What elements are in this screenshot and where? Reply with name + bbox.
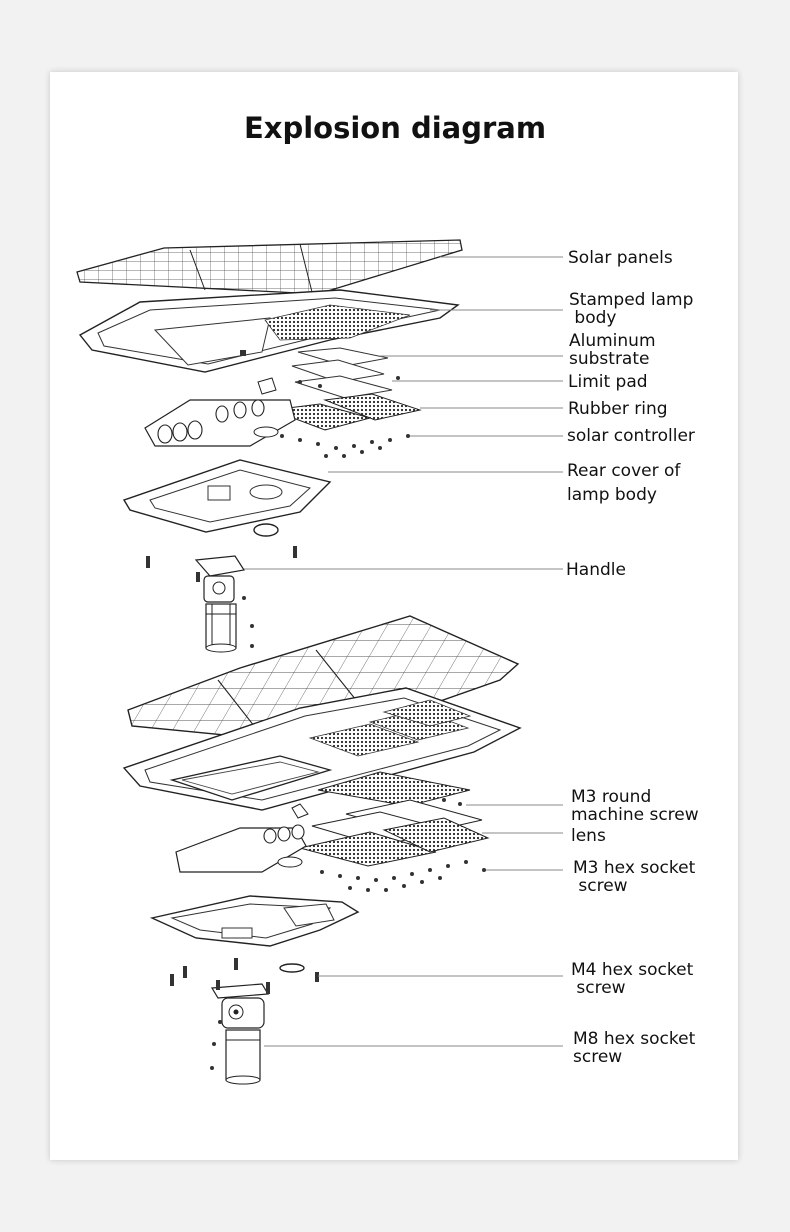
label-m3-hex-socket-screw: M3 hex socket screw xyxy=(573,858,696,896)
label-stamped-lamp-body: Stamped lamp body xyxy=(569,290,694,328)
label-solar-panels: Solar panels xyxy=(568,248,673,268)
battery-pack-top xyxy=(144,399,296,447)
label-aluminum-substrate: Aluminum substrate xyxy=(569,331,656,369)
label-limit-pad: Limit pad xyxy=(568,372,648,392)
label-rubber-ring: Rubber ring xyxy=(568,399,668,419)
handle-bottom xyxy=(170,958,319,1085)
lamp-body-bottom xyxy=(122,687,522,811)
leader-lines xyxy=(244,256,563,1047)
lamp-body-top xyxy=(78,289,460,373)
screws-top xyxy=(280,376,410,458)
solar-panel-bottom xyxy=(127,615,520,745)
limit-pad-top xyxy=(257,377,422,431)
page-title: Explosion diagram xyxy=(243,111,547,145)
label-m3-round-machine-screw: M3 round machine screw xyxy=(571,787,699,825)
label-m8-hex-socket-screw: M8 hex socket screw xyxy=(573,1029,696,1067)
rear-cover-bottom xyxy=(149,895,360,973)
label-rear-cover: Rear cover of lamp body xyxy=(567,461,681,505)
battery-pack-bottom xyxy=(175,824,307,873)
lens-bottom xyxy=(291,771,490,867)
rear-cover-top xyxy=(122,459,332,537)
label-m4-hex-socket-screw: M4 hex socket screw xyxy=(571,960,694,998)
label-lens: lens xyxy=(571,826,606,846)
screws-bottom xyxy=(320,798,486,892)
aluminum-substrate-top xyxy=(291,347,393,399)
label-solar-controller: solar controller xyxy=(567,426,695,446)
handle-top xyxy=(146,546,297,653)
label-handle: Handle xyxy=(566,560,626,580)
solar-panel-top xyxy=(76,239,463,295)
